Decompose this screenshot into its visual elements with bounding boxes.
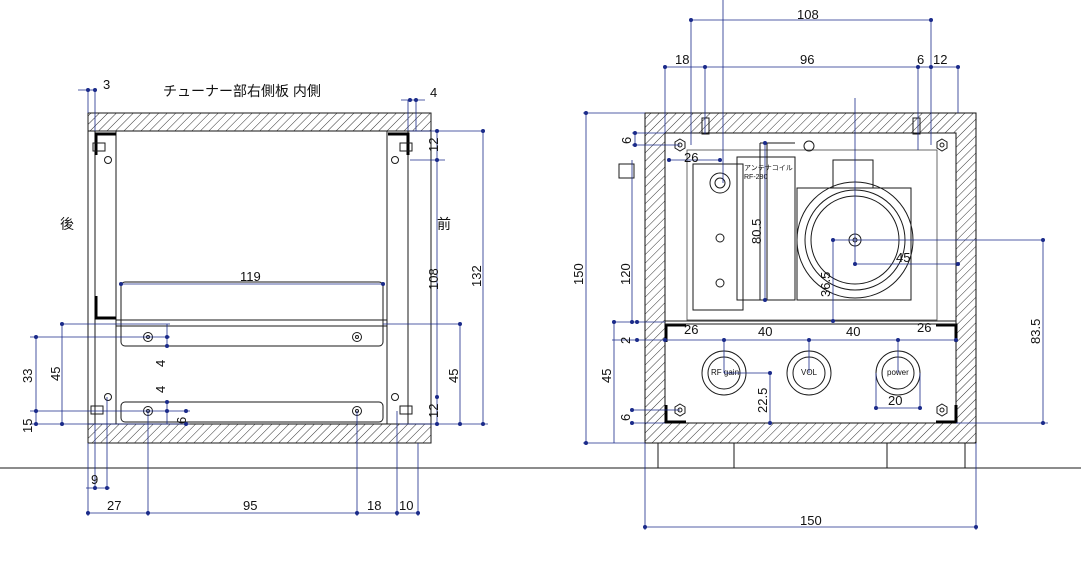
antenna-coil: アンテナコイル RF-280 bbox=[692, 140, 815, 311]
front-label: 前 bbox=[437, 216, 451, 232]
svg-text:80.5: 80.5 bbox=[749, 219, 764, 244]
left-view: チューナー部右側板 内側 後 前 bbox=[20, 77, 488, 516]
svg-text:15: 15 bbox=[20, 419, 35, 433]
svg-text:6: 6 bbox=[917, 52, 924, 67]
svg-text:6: 6 bbox=[619, 137, 634, 144]
svg-text:40: 40 bbox=[846, 324, 860, 339]
upper-rail bbox=[120, 281, 384, 347]
svg-text:18: 18 bbox=[367, 498, 381, 513]
svg-text:12: 12 bbox=[426, 404, 441, 418]
svg-text:27: 27 bbox=[107, 498, 121, 513]
svg-text:45: 45 bbox=[896, 250, 910, 265]
coil-label-2: RF-280 bbox=[744, 174, 767, 181]
svg-text:RF gain: RF gain bbox=[711, 368, 739, 377]
svg-text:40: 40 bbox=[758, 324, 772, 339]
svg-text:6: 6 bbox=[174, 417, 189, 424]
left-front-strip bbox=[386, 130, 409, 425]
svg-text:2: 2 bbox=[618, 337, 633, 344]
svg-text:26: 26 bbox=[684, 150, 698, 165]
coil-label-1: アンテナコイル bbox=[744, 164, 793, 172]
left-rear-strip bbox=[94, 130, 117, 425]
svg-text:18: 18 bbox=[675, 52, 689, 67]
svg-text:20: 20 bbox=[888, 393, 902, 408]
svg-text:119: 119 bbox=[240, 269, 261, 284]
svg-text:22.5: 22.5 bbox=[755, 388, 770, 413]
svg-text:150: 150 bbox=[800, 513, 822, 528]
right-dimension-labels: 108 18 96 6 12 6 26 80.5 36.5 45 150 120… bbox=[571, 7, 1043, 528]
svg-text:4: 4 bbox=[153, 386, 168, 393]
left-dimension-labels: 3 4 119 12 108 132 45 12 33 45 15 4 4 6 … bbox=[20, 77, 484, 513]
svg-text:150: 150 bbox=[571, 263, 586, 285]
svg-text:3: 3 bbox=[103, 77, 110, 92]
svg-text:45: 45 bbox=[446, 369, 461, 383]
svg-text:45: 45 bbox=[48, 367, 63, 381]
svg-text:4: 4 bbox=[430, 85, 437, 100]
svg-text:10: 10 bbox=[399, 498, 413, 513]
svg-text:12: 12 bbox=[426, 138, 441, 152]
left-view-title: チューナー部右側板 内側 bbox=[163, 83, 321, 99]
svg-text:9: 9 bbox=[91, 472, 98, 487]
right-dimensions bbox=[583, 0, 1048, 530]
svg-text:4: 4 bbox=[153, 360, 168, 367]
svg-text:95: 95 bbox=[243, 498, 257, 513]
svg-text:45: 45 bbox=[599, 369, 614, 383]
left-bottom-wall bbox=[87, 423, 432, 444]
svg-text:12: 12 bbox=[933, 52, 947, 67]
svg-text:33: 33 bbox=[20, 369, 35, 383]
lower-rail bbox=[120, 401, 384, 423]
rear-label: 後 bbox=[60, 216, 74, 232]
left-dimensions bbox=[30, 88, 488, 516]
svg-text:26: 26 bbox=[684, 322, 698, 337]
svg-text:83.5: 83.5 bbox=[1028, 319, 1043, 344]
svg-text:120: 120 bbox=[618, 263, 633, 285]
svg-text:26: 26 bbox=[917, 320, 931, 335]
svg-text:108: 108 bbox=[797, 7, 819, 22]
svg-text:36.5: 36.5 bbox=[818, 272, 833, 297]
svg-text:132: 132 bbox=[469, 265, 484, 287]
svg-text:6: 6 bbox=[618, 414, 633, 421]
svg-text:96: 96 bbox=[800, 52, 814, 67]
right-view: アンテナコイル RF-280 RF gain VOL power bbox=[571, 0, 1048, 530]
svg-text:108: 108 bbox=[426, 268, 441, 290]
left-top-wall bbox=[87, 112, 432, 132]
